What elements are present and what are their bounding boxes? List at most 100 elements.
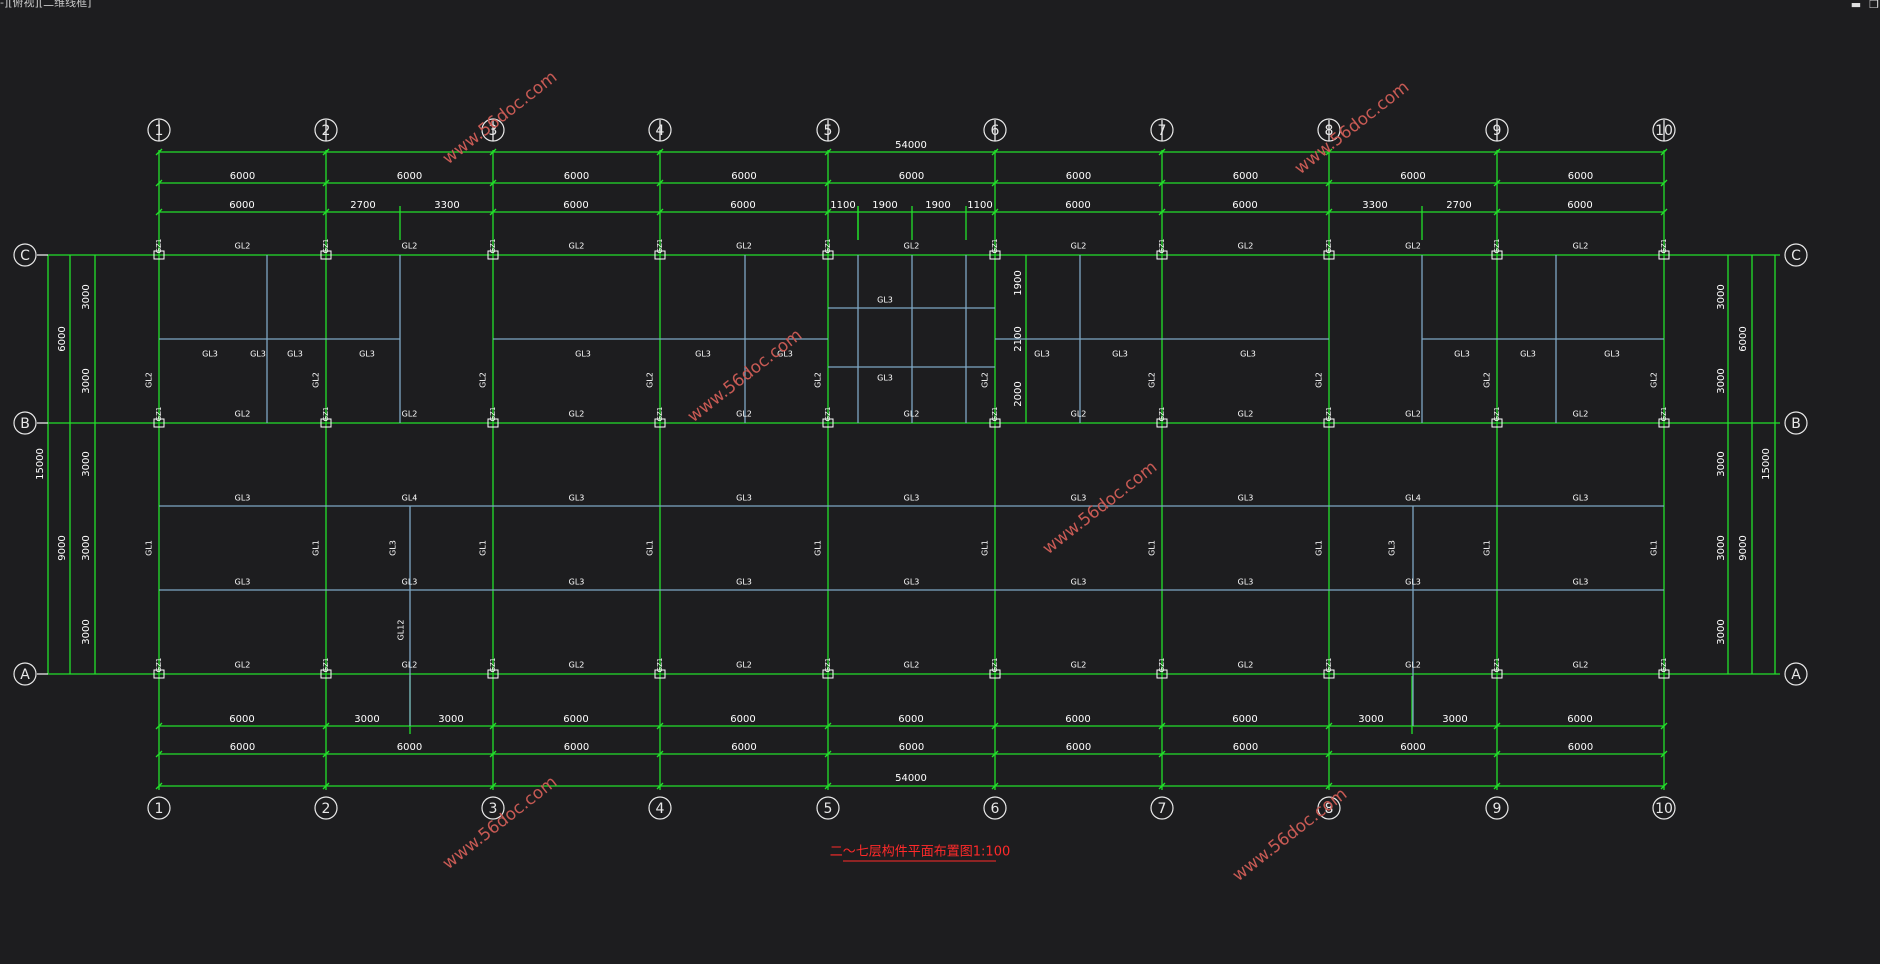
beam-label-gl3: GL3 — [575, 350, 591, 359]
column-label-gz1: GZ1 — [656, 239, 664, 254]
column-marker — [320, 669, 332, 679]
beam-label-gl3-vertical: GL3 — [1388, 540, 1397, 556]
dim-top-row2: 6000 — [229, 200, 254, 211]
dim-top-total: 54000 — [895, 140, 927, 151]
dim-bottom-row2: 6000 — [1233, 742, 1258, 753]
dim-left-inner: 3000 — [81, 535, 92, 560]
beam-label-gl1-vertical: GL1 — [312, 540, 321, 556]
viewport-label[interactable]: -][俯视][二维线框] — [0, 0, 92, 9]
beam-label-gl3: GL3 — [235, 578, 251, 587]
dimension-tick — [1660, 722, 1668, 730]
dim-top-row2: 3300 — [1362, 200, 1387, 211]
axis-bubble-bottom-8-circle — [1317, 796, 1341, 820]
beam-label-gl3: GL4 — [402, 494, 418, 503]
beam-label-gl3: GL3 — [1573, 494, 1589, 503]
axis-bubble-bottom-10-circle — [1652, 796, 1676, 820]
dim-bottom-total: 54000 — [895, 773, 927, 784]
beam-label-gl3: GL3 — [202, 350, 218, 359]
dimension-tick — [1158, 750, 1166, 758]
axis-bubble-bottom-6-circle — [983, 796, 1007, 820]
dim-bottom-row2: 6000 — [899, 742, 924, 753]
axis-bubble-bottom-2-circle — [314, 796, 338, 820]
dimension-tick — [824, 179, 832, 187]
beam-label-gl2-vertical: GL2 — [1315, 372, 1324, 388]
dim-right-inner: 3000 — [1716, 619, 1727, 644]
column-marker — [1658, 418, 1670, 428]
axis-bubble-bottom-5: 5 — [824, 801, 833, 817]
beam-label-gl2: GL2 — [235, 242, 251, 251]
beam-label-gl2: GL2 — [904, 661, 920, 670]
beam-label-gl1-vertical: GL1 — [1315, 540, 1324, 556]
column-label-gz1: GZ1 — [1493, 407, 1501, 422]
column-label-gz1: GZ1 — [656, 658, 664, 673]
dim-top-row2: 1900 — [925, 200, 950, 211]
beam-label-gl2-vertical: GL2 — [1148, 372, 1157, 388]
dimension-tick — [155, 179, 163, 187]
beam-label-gl2-vertical: GL2 — [1483, 372, 1492, 388]
axis-bubble-top-8: 8 — [1325, 123, 1334, 139]
dim-bottom-row1: 6000 — [730, 714, 755, 725]
dimension-tick — [155, 750, 163, 758]
dim-top-row1: 6000 — [899, 171, 924, 182]
beam-label-gl3: GL3 — [1573, 578, 1589, 587]
minimize-icon[interactable]: ▬ — [1850, 0, 1862, 11]
column-label-gz1: GZ1 — [322, 239, 330, 254]
axis-bubble-bottom-4: 4 — [656, 801, 665, 817]
dimension-tick — [1158, 179, 1166, 187]
column-marker — [654, 669, 666, 679]
column-label-gz1: GZ1 — [1325, 407, 1333, 422]
beam-label-gl2-vertical: GL2 — [1650, 372, 1659, 388]
dimension-tick — [155, 782, 163, 790]
axis-bubble-top-4-circle — [648, 118, 672, 142]
beam-label-gl3: GL3 — [777, 350, 793, 359]
beam-label-gl2: GL2 — [569, 410, 585, 419]
dim-right-mid: 6000 — [1738, 326, 1749, 351]
dimension-tick — [991, 179, 999, 187]
watermark: www.56doc.com — [439, 772, 561, 874]
beam-label-gl2: GL2 — [235, 661, 251, 670]
column-label-gz1: GZ1 — [824, 239, 832, 254]
dim-top-row2: 6000 — [730, 200, 755, 211]
axis-bubble-bottom-4-circle — [648, 796, 672, 820]
dimension-tick — [1660, 782, 1668, 790]
beam-label-gl2: GL2 — [1573, 661, 1589, 670]
dimension-tick — [991, 208, 999, 216]
beam-label-gl3: GL3 — [1240, 350, 1256, 359]
beam-label-gl2-vertical: GL2 — [814, 372, 823, 388]
beam-label-gl2: GL2 — [1405, 661, 1421, 670]
dim-right-inner: 3000 — [1716, 368, 1727, 393]
dimension-tick — [1158, 208, 1166, 216]
beam-label-gl3: GL3 — [1071, 578, 1087, 587]
axis-bubble-top-7: 7 — [1158, 123, 1167, 139]
beam-label-gl3: GL3 — [1034, 350, 1050, 359]
axis-bubble-right-B: B — [1791, 416, 1801, 432]
beam-label-gl2: GL2 — [1238, 661, 1254, 670]
axis-bubble-top-3-circle — [481, 118, 505, 142]
column-marker — [1323, 250, 1335, 260]
dimension-tick — [155, 148, 163, 156]
dimension-tick — [489, 179, 497, 187]
axis-bubble-left-A-circle — [13, 662, 37, 686]
column-marker — [1658, 669, 1670, 679]
dim-right-inner: 3000 — [1716, 535, 1727, 560]
column-marker — [487, 669, 499, 679]
dimension-tick — [991, 722, 999, 730]
dim-bottom-row2: 6000 — [397, 742, 422, 753]
dim-top-row1: 6000 — [1066, 171, 1091, 182]
restore-icon[interactable]: ❐ — [1869, 0, 1879, 11]
watermark: www.56doc.com — [1291, 77, 1413, 179]
dimension-tick — [322, 722, 330, 730]
beam-label-gl3: GL3 — [359, 350, 375, 359]
beam-label-gl3: GL3 — [235, 494, 251, 503]
dimension-tick — [489, 750, 497, 758]
dim-left-inner: 3000 — [81, 451, 92, 476]
beam-label-gl2: GL2 — [402, 410, 418, 419]
dimension-tick — [1493, 750, 1501, 758]
dim-bottom-row1: 6000 — [1232, 714, 1257, 725]
column-marker — [487, 418, 499, 428]
beam-label-gl2: GL2 — [402, 661, 418, 670]
beam-label-gl2: GL2 — [1071, 661, 1087, 670]
axis-bubble-bottom-3-circle — [481, 796, 505, 820]
beam-label-gl3: GL4 — [1405, 494, 1421, 503]
